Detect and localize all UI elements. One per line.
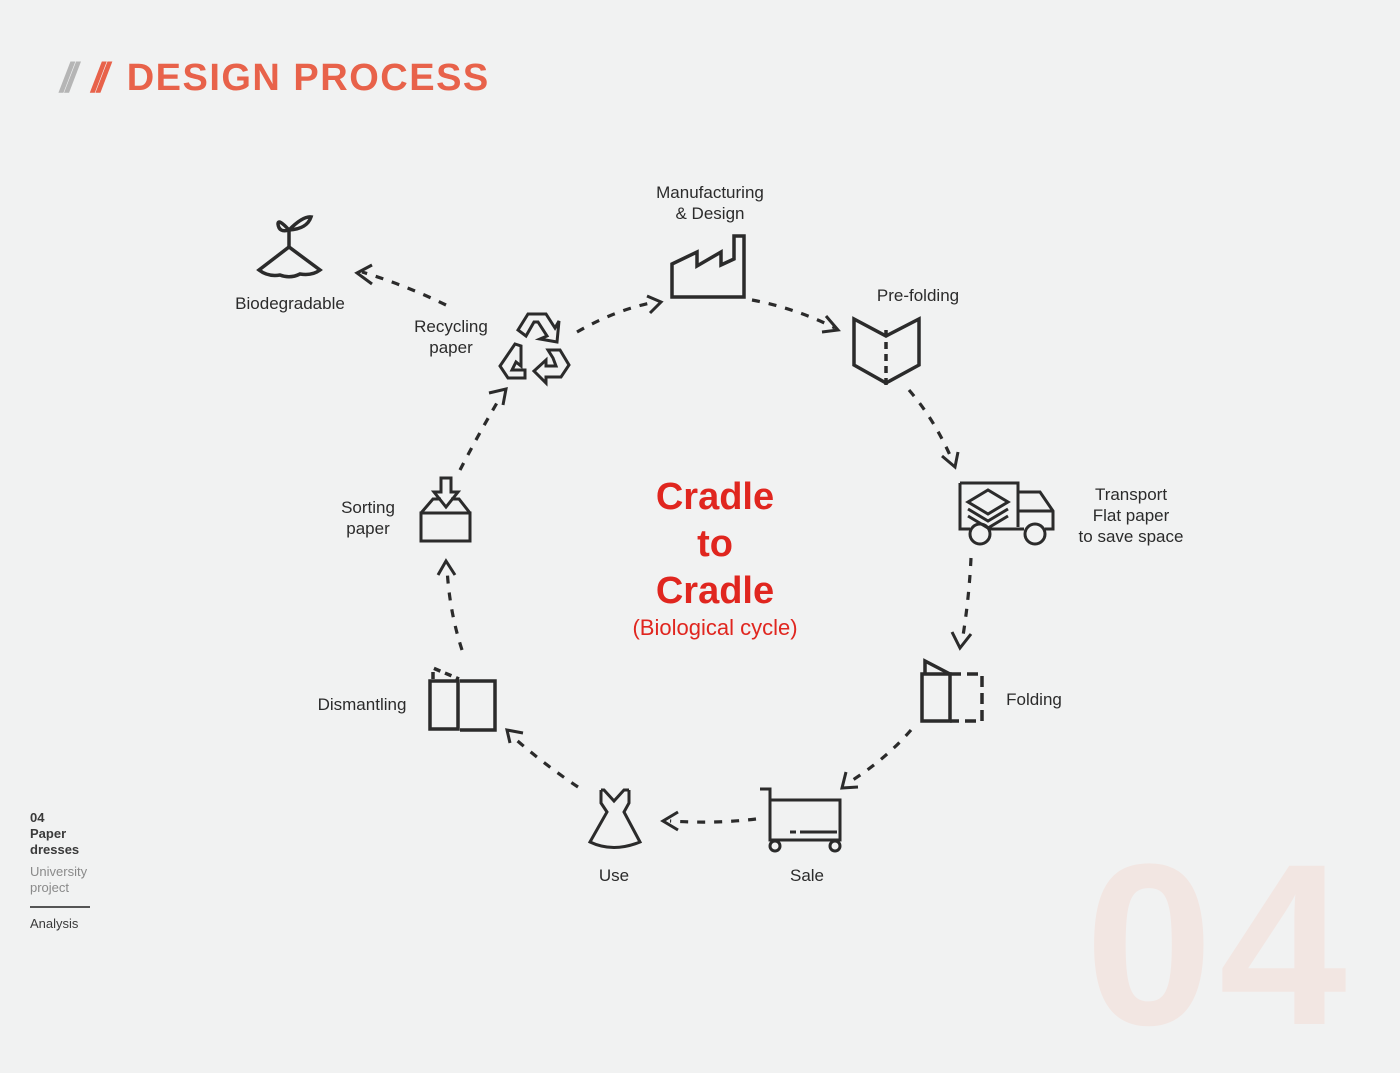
label-line: Sale bbox=[789, 866, 825, 885]
stage-label-transport: Transport Flat paper to save space bbox=[1066, 484, 1196, 547]
arrowhead-icon bbox=[436, 558, 457, 576]
flow-arrow-recycling-to-manufacturing bbox=[576, 300, 656, 334]
cycle-subtitle: (Biological cycle) bbox=[632, 615, 798, 640]
stage-label-use: Use bbox=[584, 865, 644, 886]
project-name-line-1: Paper bbox=[30, 826, 67, 841]
cycle-title-line-2: to bbox=[697, 523, 733, 565]
arrowhead-icon bbox=[941, 451, 960, 470]
label-line: Transport bbox=[1094, 485, 1168, 504]
label-line: Folding bbox=[1006, 690, 1062, 709]
project-name-line-2: dresses bbox=[30, 842, 80, 857]
flow-arrow-folding-to-sale bbox=[847, 728, 913, 785]
flow-arrow-use-to-dismantling bbox=[511, 735, 579, 789]
flow-arrow-prefolding-to-transport bbox=[907, 388, 955, 463]
cycle-title-line-3: Cradle bbox=[655, 570, 775, 612]
sprout-soil-icon bbox=[256, 215, 323, 279]
arrowhead-icon bbox=[840, 771, 859, 790]
inbox-arrow-icon bbox=[419, 476, 472, 543]
unfolded-paper-icon bbox=[428, 665, 497, 732]
divider bbox=[30, 906, 90, 908]
arrowhead-icon bbox=[660, 810, 679, 832]
flow-arrow-manufacturing-to-prefolding bbox=[751, 298, 836, 330]
page-header: // // DESIGN PROCESS bbox=[60, 54, 490, 101]
recycle-icon bbox=[498, 312, 571, 387]
arrowhead-icon bbox=[646, 294, 664, 315]
truck-icon bbox=[958, 481, 1055, 546]
label-line: to save space bbox=[1078, 527, 1184, 546]
arrowheads bbox=[354, 263, 973, 832]
flow-arrows bbox=[361, 270, 973, 824]
label-line: paper bbox=[346, 519, 390, 538]
label-line: Biodegradable bbox=[235, 294, 345, 313]
sidebar-info: 04 Paper dresses University project Anal… bbox=[30, 810, 90, 932]
folded-paper-icon bbox=[920, 658, 984, 723]
open-book-fold-icon bbox=[852, 316, 921, 388]
chapter-number: 04 bbox=[30, 810, 45, 825]
stage-label-recycling: Recycling paper bbox=[403, 316, 499, 358]
stage-label-sorting: Sorting paper bbox=[328, 497, 408, 539]
stage-label-sale: Sale bbox=[777, 865, 837, 886]
flow-arrow-recycling-to-biodegradable bbox=[361, 270, 447, 307]
flow-arrow-transport-to-folding bbox=[960, 557, 973, 643]
stage-label-dismantling: Dismantling bbox=[304, 694, 420, 715]
stage-label-biodegradable: Biodegradable bbox=[220, 293, 360, 314]
label-line: & Design bbox=[675, 204, 745, 223]
shopping-cart-icon bbox=[760, 787, 842, 853]
arrowhead-icon bbox=[488, 387, 508, 406]
page-title: DESIGN PROCESS bbox=[126, 56, 490, 99]
project-type-line-2: project bbox=[30, 880, 70, 895]
cycle-title-line-1: Cradle bbox=[655, 476, 775, 518]
section-name: Analysis bbox=[30, 915, 79, 931]
arrowhead-icon bbox=[354, 263, 373, 286]
arrowhead-icon bbox=[950, 631, 973, 651]
label-line: Recycling bbox=[414, 317, 488, 336]
stage-label-manufacturing: Manufacturing & Design bbox=[640, 182, 780, 224]
label-line: Sorting bbox=[341, 498, 395, 517]
label-line: Manufacturing bbox=[656, 183, 764, 202]
stage-label-folding: Folding bbox=[996, 689, 1072, 710]
flow-arrow-dismantling-to-sorting bbox=[445, 566, 464, 651]
label-line: Dismantling bbox=[317, 695, 407, 714]
flow-arrow-sorting-to-recycling bbox=[458, 395, 503, 471]
flow-arrow-sale-to-use bbox=[669, 817, 757, 824]
label-line: Flat paper bbox=[1092, 506, 1170, 525]
stage-label-pre-folding: Pre-folding bbox=[858, 285, 978, 306]
label-line: Use bbox=[598, 866, 630, 885]
factory-icon bbox=[670, 234, 746, 299]
arrowhead-icon bbox=[821, 315, 841, 334]
cycle-diagram bbox=[256, 215, 1055, 853]
label-line: Pre-folding bbox=[876, 286, 960, 305]
dress-icon bbox=[587, 788, 643, 849]
label-line: paper bbox=[429, 338, 473, 357]
arrowhead-icon bbox=[505, 728, 524, 744]
cycle-title: Cradle to Cradle (Biological cycle) bbox=[580, 474, 850, 641]
project-type-line-1: University bbox=[30, 864, 88, 879]
